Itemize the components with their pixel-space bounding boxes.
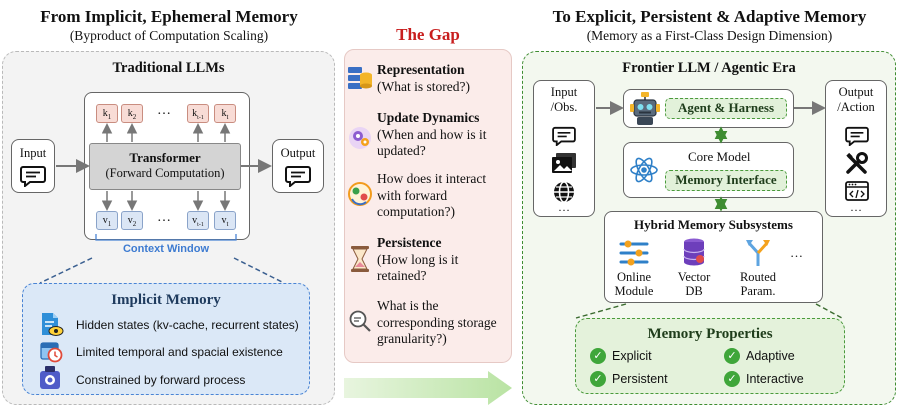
v-token-t: vt [214, 211, 236, 230]
tools-icon [846, 152, 868, 174]
property-label: Interactive [746, 372, 804, 386]
check-icon: ✓ [590, 348, 606, 364]
left-subtitle: (Byproduct of Computation Scaling) [69, 28, 269, 43]
subsystem-online-module: Online Module [614, 270, 654, 298]
v-ellipsis: … [157, 210, 171, 225]
gap-item-body: (What is stored?) [377, 78, 470, 94]
transition-arrow [344, 371, 512, 405]
output-action-label: Output /Action [837, 85, 875, 114]
k-ellipsis: … [157, 103, 171, 118]
subsystem-vector-db: Vector DB [677, 270, 711, 298]
gap-item-interaction: How does it interact with forward comput… [377, 171, 509, 221]
memory-interface-label: Memory Interface [665, 170, 787, 191]
routing-arrows-icon [746, 240, 770, 266]
gap-item-granularity: What is the corresponding storage granul… [377, 298, 511, 348]
property-adaptive: ✓ Adaptive [724, 348, 795, 364]
globe-icon [554, 181, 574, 203]
gap-item-body: What is the corresponding storage granul… [377, 298, 497, 346]
chat-icon [285, 166, 311, 187]
property-label: Adaptive [746, 349, 795, 363]
gap-item-head: Representation [377, 62, 465, 77]
right-connectors [575, 101, 843, 319]
input-ellipsis: … [558, 200, 570, 214]
context-window-label: Context Window [122, 243, 210, 255]
check-icon: ✓ [724, 348, 740, 364]
v-token-1: v1 [96, 211, 118, 230]
interaction-cycle-icon [348, 182, 372, 206]
k-token-1: k1 [96, 104, 118, 123]
chat-icon [845, 126, 869, 146]
k-token-2: k2 [121, 104, 143, 123]
clock-calendar-icon [40, 342, 63, 363]
check-icon: ✓ [724, 371, 740, 387]
subsystem-routed-param: Routed Param. [739, 270, 777, 298]
hybrid-memory-box: Hybrid Memory Subsystems [604, 211, 823, 303]
document-eye-icon [42, 313, 64, 336]
v-token-t-1: vt-1 [187, 211, 209, 230]
agent-harness-label: Agent & Harness [665, 98, 787, 119]
database-icon [348, 67, 372, 89]
gap-item-head: Persistence [377, 235, 442, 250]
gap-item-representation: Representation (What is stored?) [377, 62, 509, 95]
hourglass-icon [351, 246, 369, 272]
k-token-t-1: kt-1 [187, 104, 209, 123]
gap-panel [344, 49, 512, 363]
robot-icon [630, 92, 660, 125]
code-window-icon [845, 181, 869, 201]
left-connectors [39, 123, 285, 284]
agentic-era-title: Frontier LLM / Agentic Era [622, 60, 796, 76]
transformer-subtitle: (Forward Computation) [105, 166, 225, 180]
k-token-label: k1 [102, 108, 112, 121]
chat-icon [20, 166, 46, 187]
implicit-memory-box [22, 283, 310, 395]
traditional-llms-title: Traditional LLMs [112, 60, 225, 76]
property-label: Persistent [612, 372, 668, 386]
hybrid-memory-title: Hybrid Memory Subsystems [634, 217, 793, 232]
output-action-box: Output /Action [825, 80, 887, 217]
sliders-icon [619, 240, 649, 266]
core-model-label: Core Model [688, 149, 751, 164]
gap-item-head: Update Dynamics [377, 110, 480, 125]
check-icon: ✓ [590, 371, 606, 387]
gap-item-persistence: Persistence (How long is it retained? [377, 235, 509, 285]
gear-update-icon [349, 127, 371, 149]
right-subtitle: (Memory as a First-Class Design Dimensio… [586, 28, 833, 43]
vector-database-icon [683, 238, 705, 266]
property-interactive: ✓ Interactive [724, 371, 804, 387]
search-icon [349, 310, 371, 332]
property-label: Explicit [612, 349, 652, 363]
gap-item-update-dynamics: Update Dynamics (When and how is it upda… [377, 110, 509, 160]
output-box: Output [272, 139, 324, 193]
left-title: From Implicit, Ephemeral Memory [40, 7, 298, 26]
input-box: Input [11, 139, 55, 193]
output-label: Output [280, 146, 316, 160]
image-icon [552, 153, 576, 173]
implicit-item-2: Limited temporal and spacial existence [76, 345, 283, 359]
property-persistent: ✓ Persistent [590, 371, 668, 387]
transformer-title: Transformer [129, 150, 201, 165]
gap-item-body: How does it interact with forward comput… [377, 171, 487, 219]
input-obs-label: Input /Obs. [550, 85, 578, 114]
input-label: Input [19, 146, 47, 160]
v-token-2: v2 [121, 211, 143, 230]
memory-properties-box [575, 318, 845, 394]
implicit-item-3: Constrained by forward process [76, 373, 246, 387]
chat-icon [552, 126, 576, 146]
lock-device-icon [40, 366, 60, 389]
atom-icon [630, 157, 658, 183]
right-title: To Explicit, Persistent & Adaptive Memor… [552, 7, 867, 26]
implicit-item-1: Hidden states (kv-cache, recurrent state… [76, 318, 299, 332]
transformer-block: Transformer (Forward Computation) [89, 143, 241, 190]
gap-title: The Gap [396, 25, 460, 44]
output-ellipsis: … [850, 200, 862, 214]
property-explicit: ✓ Explicit [590, 348, 652, 364]
subsystems-ellipsis: … [790, 245, 803, 260]
implicit-memory-title: Implicit Memory [111, 292, 221, 308]
gap-item-body: (When and how is it updated? [377, 126, 487, 159]
memory-properties-title: Memory Properties [647, 326, 773, 342]
k-token-t: kt [214, 104, 236, 123]
gap-item-body: (How long is it retained? [377, 251, 459, 284]
